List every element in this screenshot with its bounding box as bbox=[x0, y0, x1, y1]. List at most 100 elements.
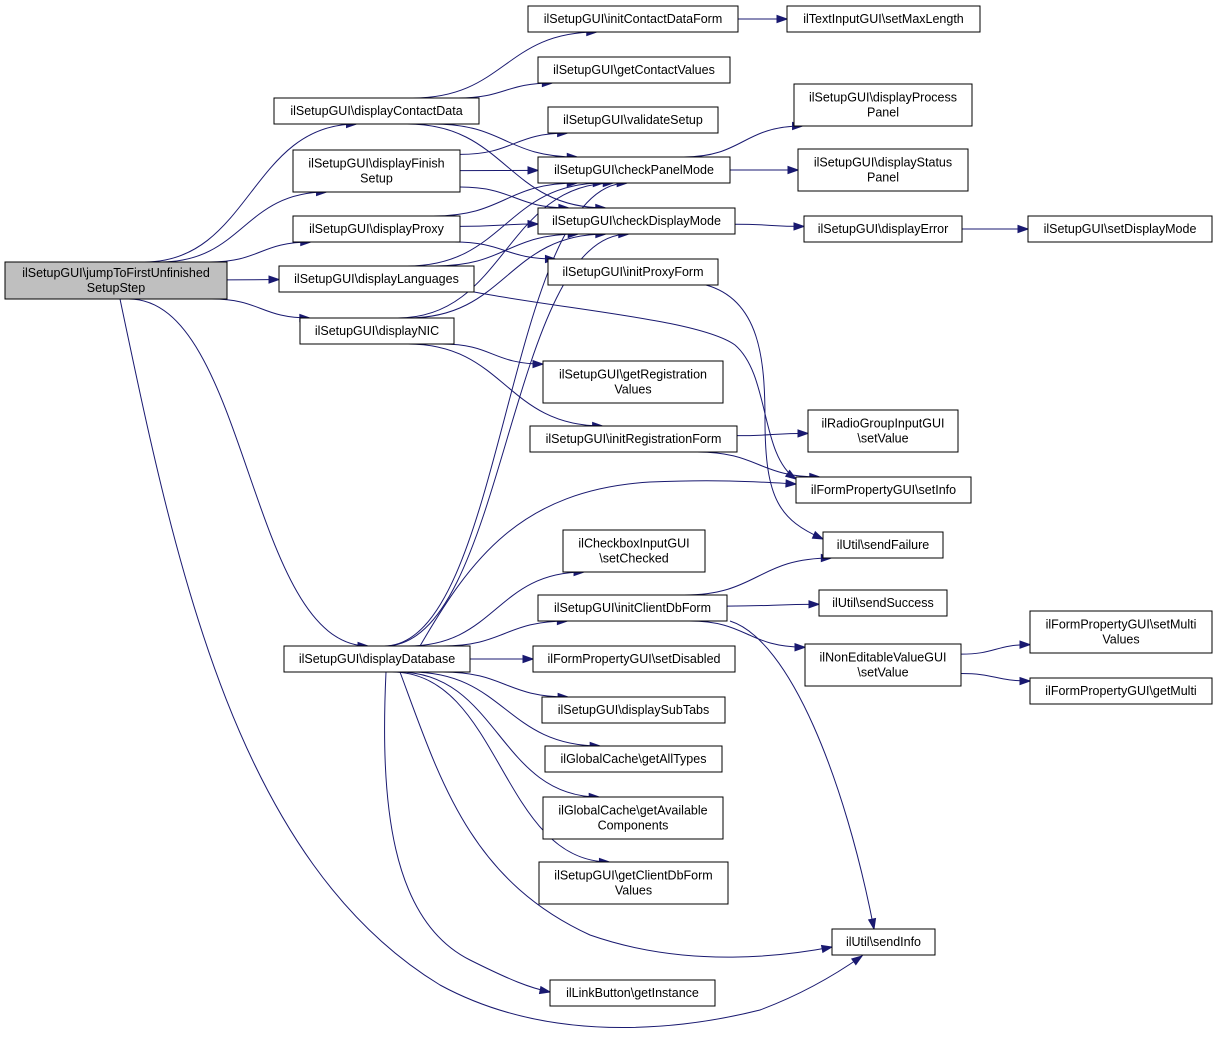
edge-line bbox=[209, 241, 311, 263]
edge-arrowhead bbox=[808, 600, 821, 609]
node-label: ilCheckboxInputGUI bbox=[578, 537, 689, 551]
node-box bbox=[292, 149, 461, 193]
edge-initClientDbForm-to-sendFailure bbox=[684, 553, 833, 596]
edge-line bbox=[397, 671, 600, 798]
node-setInfo[interactable]: ilFormPropertyGUI\setInfo bbox=[795, 476, 972, 504]
node-checkPanelMode[interactable]: ilSetupGUI\checkPanelMode bbox=[537, 156, 731, 184]
node-displayContactData[interactable]: ilSetupGUI\displayContactData bbox=[273, 97, 480, 125]
edge-line bbox=[144, 123, 357, 263]
edge-arrowhead bbox=[785, 479, 798, 488]
node-label: ilSetupGUI\displayLanguages bbox=[294, 272, 459, 286]
node-label: SetupStep bbox=[87, 281, 145, 295]
node-label: ilSetupGUI\initProxyForm bbox=[562, 265, 703, 279]
edge-displayProxy-to-initProxyForm bbox=[454, 241, 557, 264]
node-displaySubTabs[interactable]: ilSetupGUI\displaySubTabs bbox=[541, 696, 726, 724]
node-radioSetValue[interactable]: ilRadioGroupInputGUI\setValue bbox=[807, 409, 959, 453]
node-displayDatabase[interactable]: ilSetupGUI\displayDatabase bbox=[283, 645, 471, 673]
node-displayError[interactable]: ilSetupGUI\displayError bbox=[803, 215, 963, 243]
edge-line bbox=[729, 620, 875, 930]
edge-initContactDataForm-to-setMaxLength bbox=[738, 14, 789, 24]
node-sendSuccess[interactable]: ilUtil\sendSuccess bbox=[818, 589, 948, 617]
edge-initClientDbForm-to-sendSuccess bbox=[726, 600, 821, 609]
node-label: ilSetupGUI\displaySubTabs bbox=[558, 703, 709, 717]
node-setChecked[interactable]: ilCheckboxInputGUI\setChecked bbox=[562, 529, 706, 573]
edge-line bbox=[684, 557, 832, 596]
edge-checkPanelMode-to-displayStatusPanel bbox=[730, 165, 800, 175]
edge-line bbox=[391, 671, 610, 863]
edge-line bbox=[407, 123, 606, 209]
node-jump[interactable]: ilSetupGUI\jumpToFirstUnfinishedSetupSte… bbox=[4, 261, 228, 300]
edge-displayDatabase-to-sendInfo bbox=[399, 671, 834, 958]
node-box bbox=[537, 207, 736, 235]
node-box bbox=[542, 796, 724, 840]
node-displayProxy[interactable]: ilSetupGUI\displayProxy bbox=[292, 215, 461, 243]
node-nonEditSetValue[interactable]: ilNonEditableValueGUI\setValue bbox=[804, 643, 962, 687]
node-box bbox=[804, 643, 962, 687]
node-box bbox=[4, 261, 228, 300]
node-box bbox=[542, 360, 724, 404]
node-getMulti[interactable]: ilFormPropertyGUI\getMulti bbox=[1029, 677, 1213, 705]
node-displayNIC[interactable]: ilSetupGUI\displayNIC bbox=[299, 317, 455, 345]
node-sendFailure[interactable]: ilUtil\sendFailure bbox=[822, 531, 944, 559]
node-label: ilSetupGUI\displayError bbox=[818, 222, 949, 236]
edge-line bbox=[407, 571, 585, 647]
node-label: ilSetupGUI\getClientDbForm bbox=[554, 869, 712, 883]
node-label: Panel bbox=[867, 171, 899, 185]
edge-line bbox=[705, 284, 824, 540]
edge-arrowhead bbox=[811, 530, 825, 540]
edges-layer bbox=[119, 14, 1032, 1028]
edge-line bbox=[211, 298, 310, 319]
node-box bbox=[818, 589, 948, 617]
edge-line bbox=[160, 191, 327, 263]
node-setDisabled[interactable]: ilFormPropertyGUI\setDisabled bbox=[532, 645, 736, 673]
node-label: \setValue bbox=[857, 666, 908, 680]
edge-jump-to-displayNIC bbox=[211, 298, 312, 323]
node-box bbox=[562, 529, 706, 573]
node-label: Values bbox=[614, 383, 651, 397]
node-checkDisplayMode[interactable]: ilSetupGUI\checkDisplayMode bbox=[537, 207, 736, 235]
node-label: ilFormPropertyGUI\setInfo bbox=[811, 483, 956, 497]
node-label: ilSetupGUI\displayFinish bbox=[308, 157, 444, 171]
node-getInstance[interactable]: ilLinkButton\getInstance bbox=[549, 979, 716, 1007]
node-label: ilSetupGUI\initClientDbForm bbox=[554, 601, 711, 615]
node-box bbox=[527, 5, 739, 33]
node-label: \setChecked bbox=[599, 552, 669, 566]
edge-line bbox=[442, 343, 544, 365]
node-initContactDataForm[interactable]: ilSetupGUI\initContactDataForm bbox=[527, 5, 739, 33]
node-label: ilSetupGUI\displayNIC bbox=[315, 324, 439, 338]
node-label: ilRadioGroupInputGUI bbox=[822, 417, 945, 431]
node-initClientDbForm[interactable]: ilSetupGUI\initClientDbForm bbox=[537, 594, 728, 622]
node-sendInfo[interactable]: ilUtil\sendInfo bbox=[831, 928, 936, 956]
edge-line bbox=[419, 480, 797, 647]
node-label: ilSetupGUI\initRegistrationForm bbox=[546, 432, 722, 446]
edge-displayDatabase-to-displaySubTabs bbox=[442, 671, 570, 702]
node-box bbox=[547, 106, 719, 134]
edge-arrowhead bbox=[522, 654, 535, 664]
node-getContactValues[interactable]: ilSetupGUI\getContactValues bbox=[537, 56, 731, 84]
node-setDisplayMode[interactable]: ilSetupGUI\setDisplayMode bbox=[1027, 215, 1213, 243]
node-label: ilLinkButton\getInstance bbox=[566, 986, 699, 1000]
node-box bbox=[544, 745, 723, 773]
node-label: ilGlobalCache\getAllTypes bbox=[561, 752, 707, 766]
edge-jump-to-displayLanguages bbox=[226, 275, 281, 284]
node-validateSetup[interactable]: ilSetupGUI\validateSetup bbox=[547, 106, 719, 134]
node-initProxyForm[interactable]: ilSetupGUI\initProxyForm bbox=[547, 258, 719, 286]
node-box bbox=[797, 148, 969, 192]
node-setMaxLength[interactable]: ilTextInputGUI\setMaxLength bbox=[786, 5, 981, 33]
node-label: ilSetupGUI\displayStatus bbox=[814, 156, 952, 170]
node-displayLanguages[interactable]: ilSetupGUI\displayLanguages bbox=[278, 265, 475, 293]
node-box bbox=[532, 645, 736, 673]
node-initRegistrationForm[interactable]: ilSetupGUI\initRegistrationForm bbox=[529, 425, 738, 453]
edge-displayError-to-setDisplayMode bbox=[961, 224, 1030, 234]
node-getAllTypes[interactable]: ilGlobalCache\getAllTypes bbox=[544, 745, 723, 773]
edge-line bbox=[726, 603, 820, 607]
node-box bbox=[537, 594, 728, 622]
